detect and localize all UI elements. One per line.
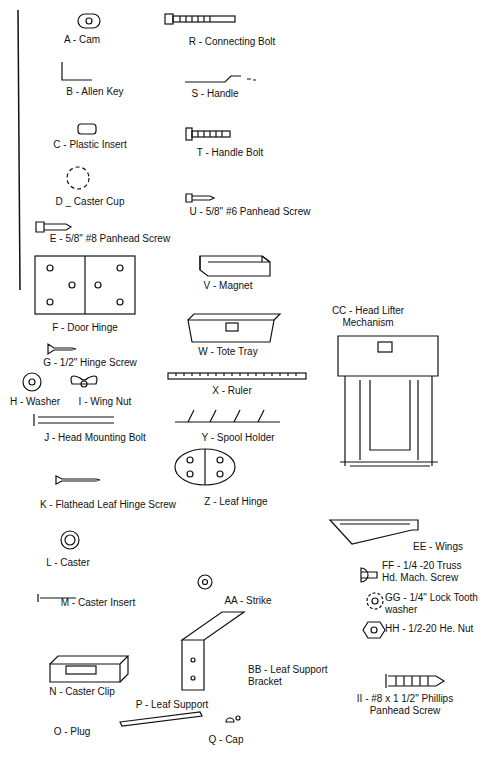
- part-label: Z - Leaf Hinge: [176, 496, 296, 508]
- part-label: L - Caster: [18, 557, 118, 569]
- part-label: R - Connecting Bolt: [157, 36, 307, 48]
- part-label: K - Flathead Leaf Hinge Screw: [13, 499, 203, 511]
- part-label: I - Wing Nut: [65, 396, 145, 408]
- part-label: E - 5/8" #8 Panhead Screw: [10, 233, 210, 245]
- part-label: BB - Leaf Support Bracket: [248, 664, 328, 688]
- part-label: EE - Wings: [393, 541, 483, 553]
- part-label: A - Cam: [22, 34, 142, 46]
- part-label: W - Tote Tray: [168, 346, 288, 358]
- part-label: D _ Caster Cup: [25, 196, 155, 208]
- part-label: V - Magnet: [168, 280, 288, 292]
- part-label: N - Caster Clip: [27, 686, 137, 698]
- part-label: AA - Strike: [198, 595, 298, 607]
- part-label: P - Leaf Support: [117, 699, 227, 711]
- part-label: M - Caster Insert: [38, 597, 158, 609]
- part-label: Q - Cap: [196, 734, 256, 746]
- part-label: FF - 1/4 -20 Truss Hd. Mach. Screw: [382, 560, 478, 584]
- part-label: J - Head Mounting Bolt: [20, 432, 170, 444]
- part-label: X - Ruler: [172, 385, 292, 397]
- part-label: O - Plug: [32, 726, 112, 738]
- part-label: G - 1/2" Hinge Screw: [20, 357, 160, 369]
- part-label: II - #8 x 1 1/2" Phillips Panhead Screw: [345, 693, 465, 717]
- part-label: C - Plastic Insert: [25, 139, 155, 151]
- part-label: H - Washer: [3, 396, 67, 408]
- part-label: GG - 1/4" Lock Tooth washer: [385, 592, 485, 616]
- part-label: S - Handle: [155, 88, 275, 100]
- part-label: Y - Spool Holder: [173, 432, 303, 444]
- part-label: T - Handle Bolt: [165, 147, 295, 159]
- part-label: F - Door Hinge: [25, 322, 145, 334]
- part-label: CC - Head Lifter Mechanism: [318, 305, 418, 329]
- part-label: HH - 1/2-20 He. Nut: [385, 623, 485, 635]
- part-label: B - Allen Key: [35, 86, 155, 98]
- part-label: U - 5/8" #6 Panhead Screw: [155, 206, 345, 218]
